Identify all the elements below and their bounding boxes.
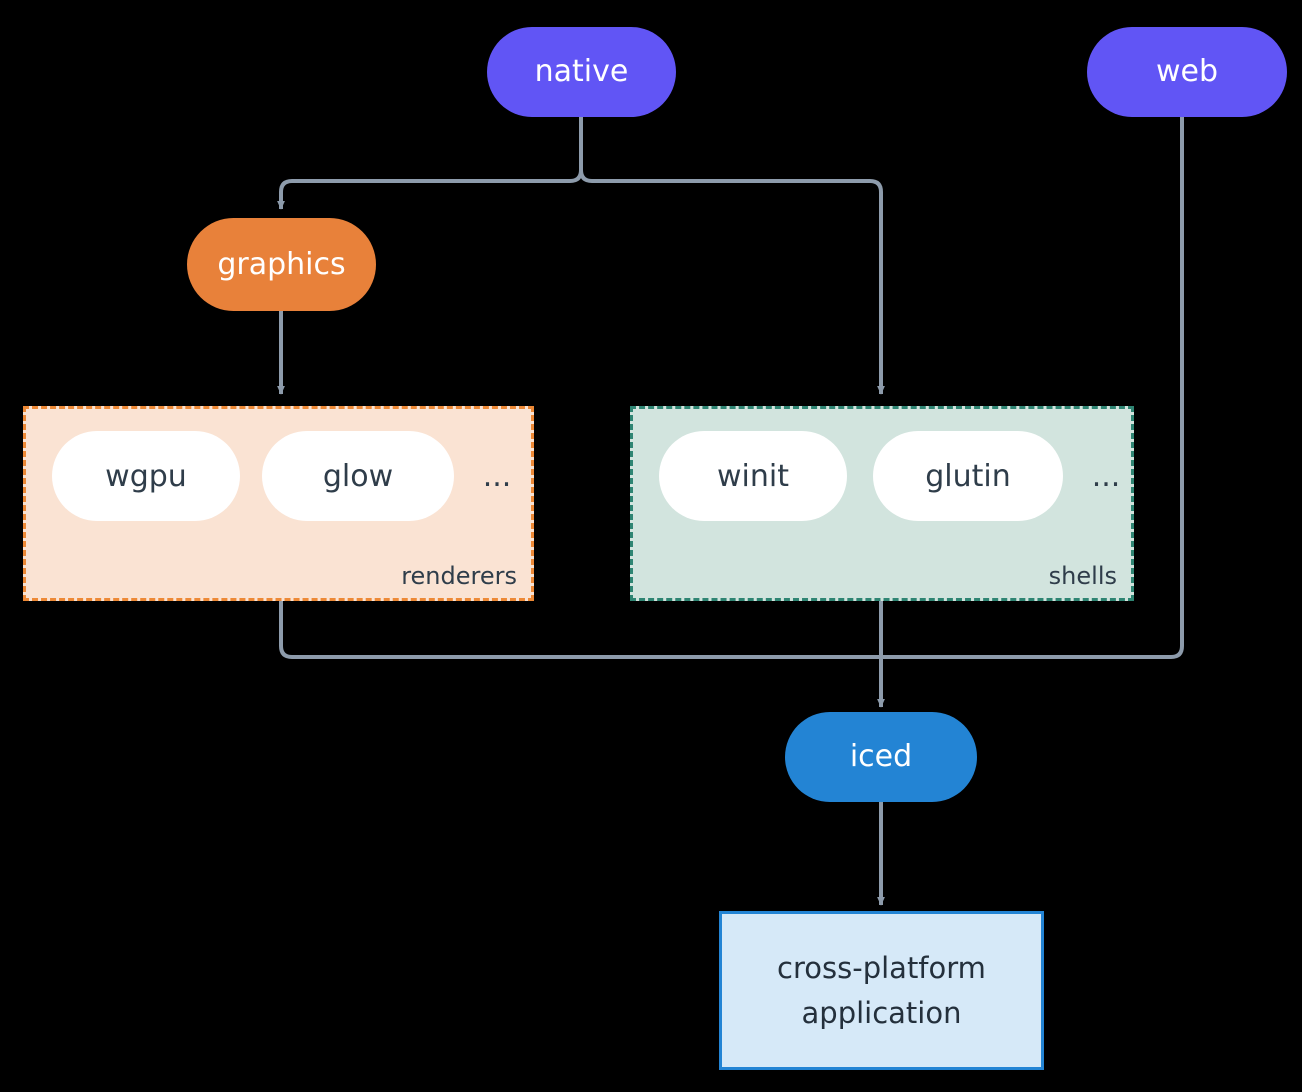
node-web[interactable]: web <box>1087 27 1287 117</box>
node-graphics-label: graphics <box>217 246 346 282</box>
renderers-ellipsis: ... <box>482 458 512 494</box>
node-graphics[interactable]: graphics <box>187 218 376 311</box>
node-cross-platform-application[interactable]: cross-platform application <box>719 911 1044 1070</box>
edge-native-to-shells <box>579 116 885 395</box>
group-shells-label: shells <box>1048 562 1117 590</box>
item-wgpu-label: wgpu <box>105 458 187 494</box>
item-winit-label: winit <box>717 458 789 494</box>
shells-ellipsis: ... <box>1091 458 1121 494</box>
node-iced-label: iced <box>849 739 913 775</box>
item-glow-label: glow <box>322 458 394 494</box>
group-renderers-label: renderers <box>401 562 517 590</box>
node-web-label: web <box>1155 54 1219 90</box>
node-iced[interactable]: iced <box>785 712 977 802</box>
application-label-line1: cross-platform <box>777 950 986 985</box>
group-renderers: wgpu glow ... renderers <box>23 406 534 601</box>
edge-native-to-graphics <box>277 116 583 210</box>
item-glow[interactable]: glow <box>262 431 454 521</box>
item-glutin[interactable]: glutin <box>873 431 1063 521</box>
edge-renderers-to-iced <box>279 601 881 659</box>
application-label-line2: application <box>801 995 962 1030</box>
group-shells: winit glutin ... shells <box>630 406 1134 601</box>
item-glutin-label: glutin <box>925 458 1011 494</box>
item-winit[interactable]: winit <box>659 431 847 521</box>
node-native-label: native <box>534 54 629 90</box>
node-native[interactable]: native <box>487 27 676 117</box>
item-wgpu[interactable]: wgpu <box>52 431 240 521</box>
